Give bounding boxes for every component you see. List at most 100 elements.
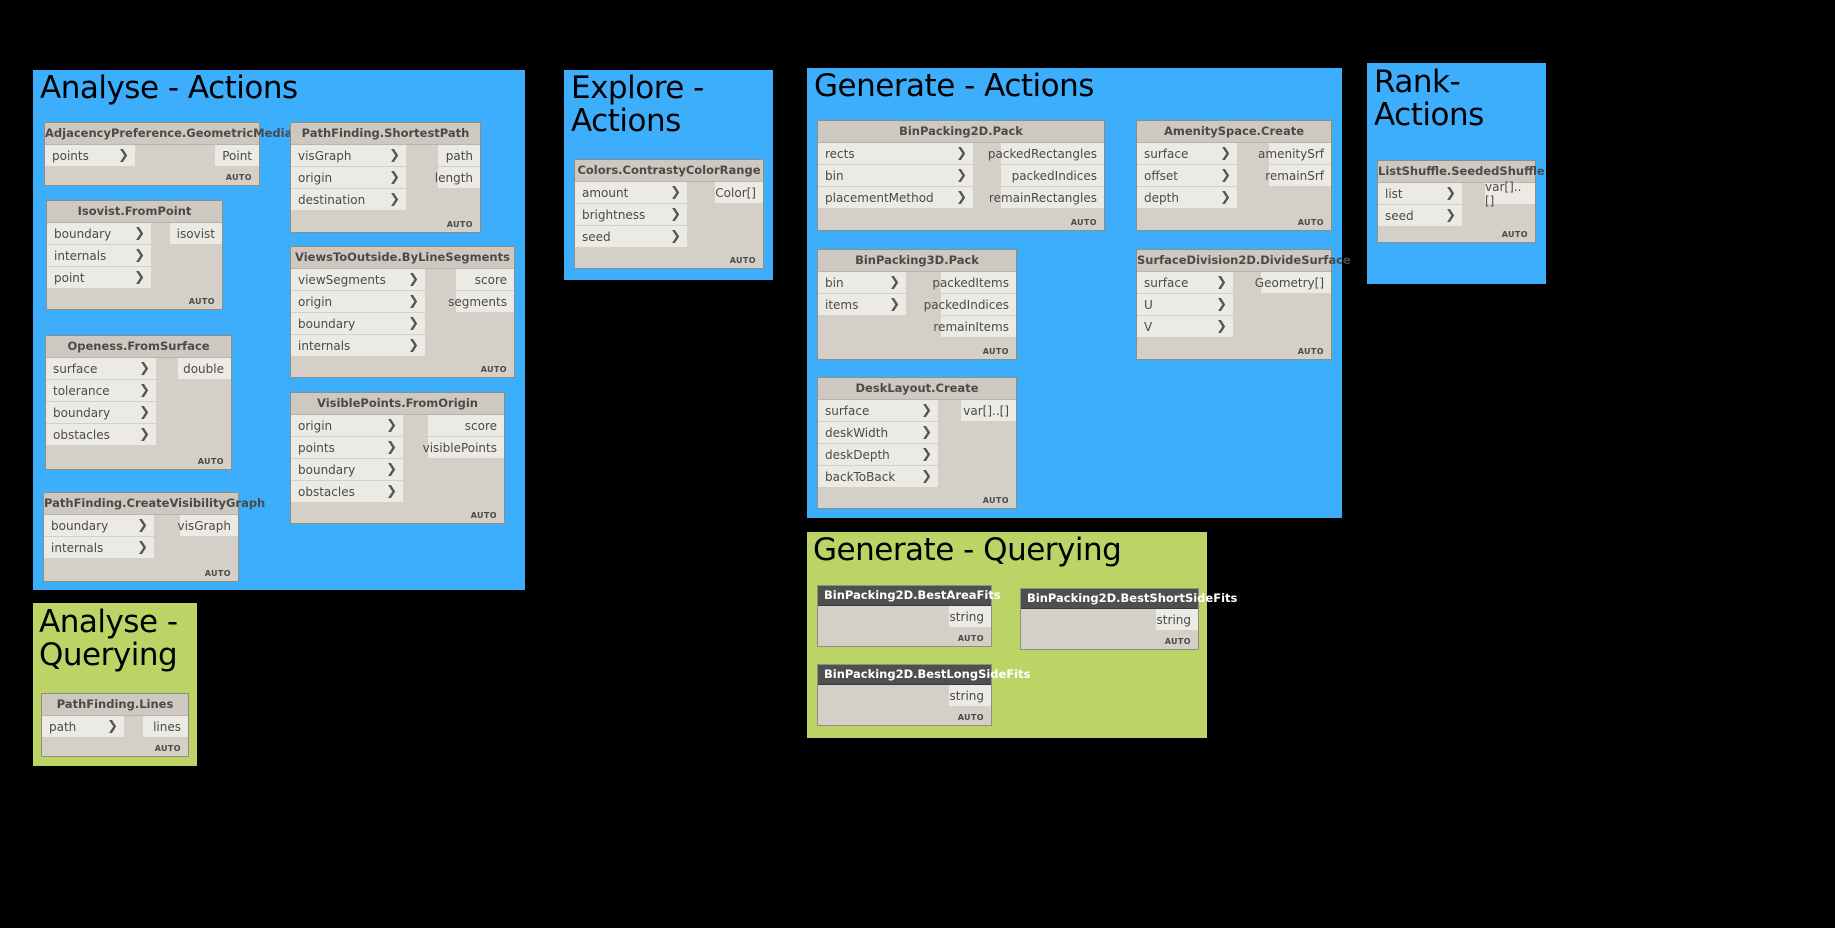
input-port-points[interactable]: points❯ [291,437,403,458]
input-port-surface[interactable]: surface❯ [1137,272,1233,293]
input-port-V[interactable]: V❯ [1137,316,1233,337]
input-port-amount[interactable]: amount❯ [575,182,687,203]
group-title-generate-querying: Generate - Querying [813,532,1122,568]
output-port-string[interactable]: string [949,685,991,706]
input-port-offset[interactable]: offset❯ [1137,165,1237,186]
input-port-deskDepth[interactable]: deskDepth❯ [818,444,938,465]
input-port-depth[interactable]: depth❯ [1137,187,1237,208]
input-port-surface[interactable]: surface❯ [1137,143,1237,164]
port-label: offset [1144,168,1178,183]
input-port-bin[interactable]: bin❯ [818,272,906,293]
output-port-visiblePoints[interactable]: visiblePoints [423,437,504,458]
port-label: score [474,272,507,287]
output-port-double[interactable]: double [178,358,231,379]
output-port-packedIndices[interactable]: packedIndices [924,294,1016,315]
output-port-remainRectangles[interactable]: remainRectangles [989,187,1104,208]
input-port-list[interactable]: list❯ [1378,183,1462,204]
output-port-var[]..[][interactable]: var[]..[] [961,400,1016,421]
port-label: origin [298,294,333,309]
output-port-score[interactable]: score [428,415,504,436]
input-port-tolerance[interactable]: tolerance❯ [46,380,156,401]
input-port-internals[interactable]: internals❯ [47,245,151,266]
input-port-origin[interactable]: origin❯ [291,167,406,188]
auto-badge: AUTO [225,173,252,182]
output-port-string[interactable]: string [949,606,991,627]
input-port-items[interactable]: items❯ [818,294,906,315]
node-body: surface❯tolerance❯boundary❯obstacles❯ dou… [46,358,231,469]
output-port-isovist[interactable]: isovist [170,223,222,244]
input-port-surface[interactable]: surface❯ [46,358,156,379]
input-port-path[interactable]: path❯ [42,716,124,737]
input-port-boundary[interactable]: boundary❯ [291,459,403,480]
auto-badge: AUTO [470,511,497,520]
output-port-Color[][interactable]: Color[] [715,182,763,203]
input-port-seed[interactable]: seed❯ [1378,205,1462,226]
input-port-internals[interactable]: internals❯ [291,335,425,356]
output-port-var[]..[][interactable]: var[]..[] [1485,180,1535,208]
input-port-U[interactable]: U❯ [1137,294,1233,315]
output-port-visGraph[interactable]: visGraph [178,515,238,536]
output-port-packedIndices[interactable]: packedIndices [1001,165,1104,186]
output-port-amenitySrf[interactable]: amenitySrf [1258,143,1331,164]
output-port-length[interactable]: length [435,167,480,188]
input-port-origin[interactable]: origin❯ [291,291,425,312]
output-port-score[interactable]: score [456,269,514,290]
input-port-surface[interactable]: surface❯ [818,400,938,421]
output-port-string[interactable]: string [1156,609,1198,630]
input-port-bin[interactable]: bin❯ [818,165,973,186]
input-port-boundary[interactable]: boundary❯ [46,402,156,423]
input-port-viewSegments[interactable]: viewSegments❯ [291,269,425,290]
output-port-Geometry[][interactable]: Geometry[] [1255,272,1331,293]
input-port-backToBack[interactable]: backToBack❯ [818,466,938,487]
output-port-path[interactable]: path [438,145,480,166]
output-port-lines[interactable]: lines [143,716,188,737]
output-port-Point[interactable]: Point [215,145,259,166]
chevron-right-icon: ❯ [956,146,967,161]
output-port-packedItems[interactable]: packedItems [932,272,1016,293]
output-port-remainItems[interactable]: remainItems [933,316,1016,337]
input-port-boundary[interactable]: boundary❯ [47,223,151,244]
input-port-origin[interactable]: origin❯ [291,415,403,436]
input-port-boundary[interactable]: boundary❯ [44,515,154,536]
input-port-rects[interactable]: rects❯ [818,143,973,164]
input-port-obstacles[interactable]: obstacles❯ [291,481,403,502]
input-port-destination[interactable]: destination❯ [291,189,406,210]
input-port-obstacles[interactable]: obstacles❯ [46,424,156,445]
output-port-segments[interactable]: segments [448,291,514,312]
input-port-visGraph[interactable]: visGraph❯ [291,145,406,166]
input-port-boundary[interactable]: boundary❯ [291,313,425,334]
input-port-placementMethod[interactable]: placementMethod❯ [818,187,973,208]
node-title: DeskLayout.Create [818,378,1016,400]
port-label: string [1156,612,1191,627]
input-port-internals[interactable]: internals❯ [44,537,154,558]
node-title: Openess.FromSurface [46,336,231,358]
input-port-seed[interactable]: seed❯ [575,226,687,247]
input-port-points[interactable]: points❯ [45,145,135,166]
port-label: Geometry[] [1254,275,1324,290]
output-port-packedRectangles[interactable]: packedRectangles [988,143,1104,164]
chevron-right-icon: ❯ [408,272,419,287]
input-port-brightness[interactable]: brightness❯ [575,204,687,225]
input-port-point[interactable]: point❯ [47,267,151,288]
input-port-deskWidth[interactable]: deskWidth❯ [818,422,938,443]
output-port-remainSrf[interactable]: remainSrf [1265,165,1331,186]
